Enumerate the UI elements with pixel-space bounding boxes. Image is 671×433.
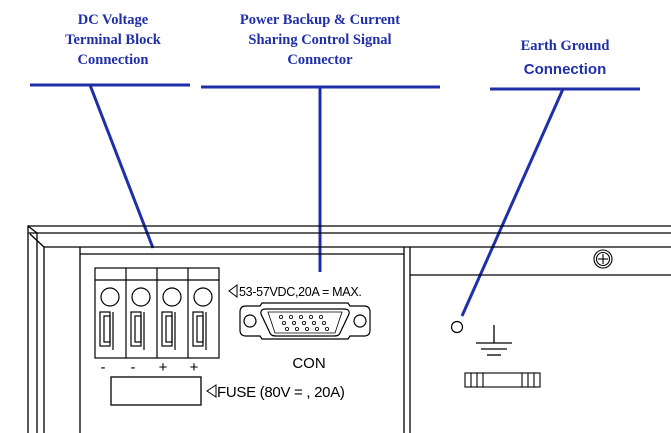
ground-symbol-icon [476, 325, 512, 356]
earth-ground-callout-line-1: Earth Ground [520, 38, 610, 54]
ground-stud [450, 320, 464, 334]
dc-voltage-callout: DC Voltage Terminal Block Connection [38, 10, 188, 70]
polarity-mark-2: - [131, 359, 136, 376]
polarity-mark-3: + [159, 359, 168, 376]
power-backup-callout: Power Backup & Current Sharing Control S… [195, 10, 445, 70]
triangle-marker-icon [228, 284, 238, 298]
power-backup-callout-line-2: Sharing Control Signal [248, 32, 392, 48]
earth-ground-leader [460, 88, 565, 317]
dc-symbol: = [322, 285, 329, 299]
polarity-mark-4: + [190, 359, 199, 376]
dc-voltage-leader [88, 84, 155, 249]
dc-voltage-callout-line-3: Connection [77, 52, 149, 68]
fuse-holder [110, 376, 202, 406]
fuse-label: FUSE (80V = , 20A) [217, 384, 345, 401]
db15-connector-icon [239, 302, 371, 340]
terminal-block [94, 267, 220, 359]
power-backup-callout-line-1: Power Backup & Current [239, 12, 401, 28]
chassis [27, 225, 671, 433]
power-backup-callout-line-3: Connector [287, 52, 353, 68]
fuse-dc-symbol: = [294, 384, 303, 401]
polarity-mark-1: - [101, 359, 106, 376]
screw-icon [593, 249, 613, 269]
voltage-rating: 53-57VDC,20A = MAX. [239, 285, 362, 299]
connector-label: CON [292, 355, 325, 372]
earth-ground-callout-line-2: Connection [523, 61, 607, 78]
dc-voltage-callout-line-2: Terminal Block [65, 32, 161, 48]
earth-ground-callout: Earth Ground Connection [490, 34, 640, 82]
fuse-triangle-marker-icon [206, 384, 217, 398]
ground-label-plate [464, 372, 541, 388]
dc-voltage-callout-line-1: DC Voltage [77, 12, 149, 28]
